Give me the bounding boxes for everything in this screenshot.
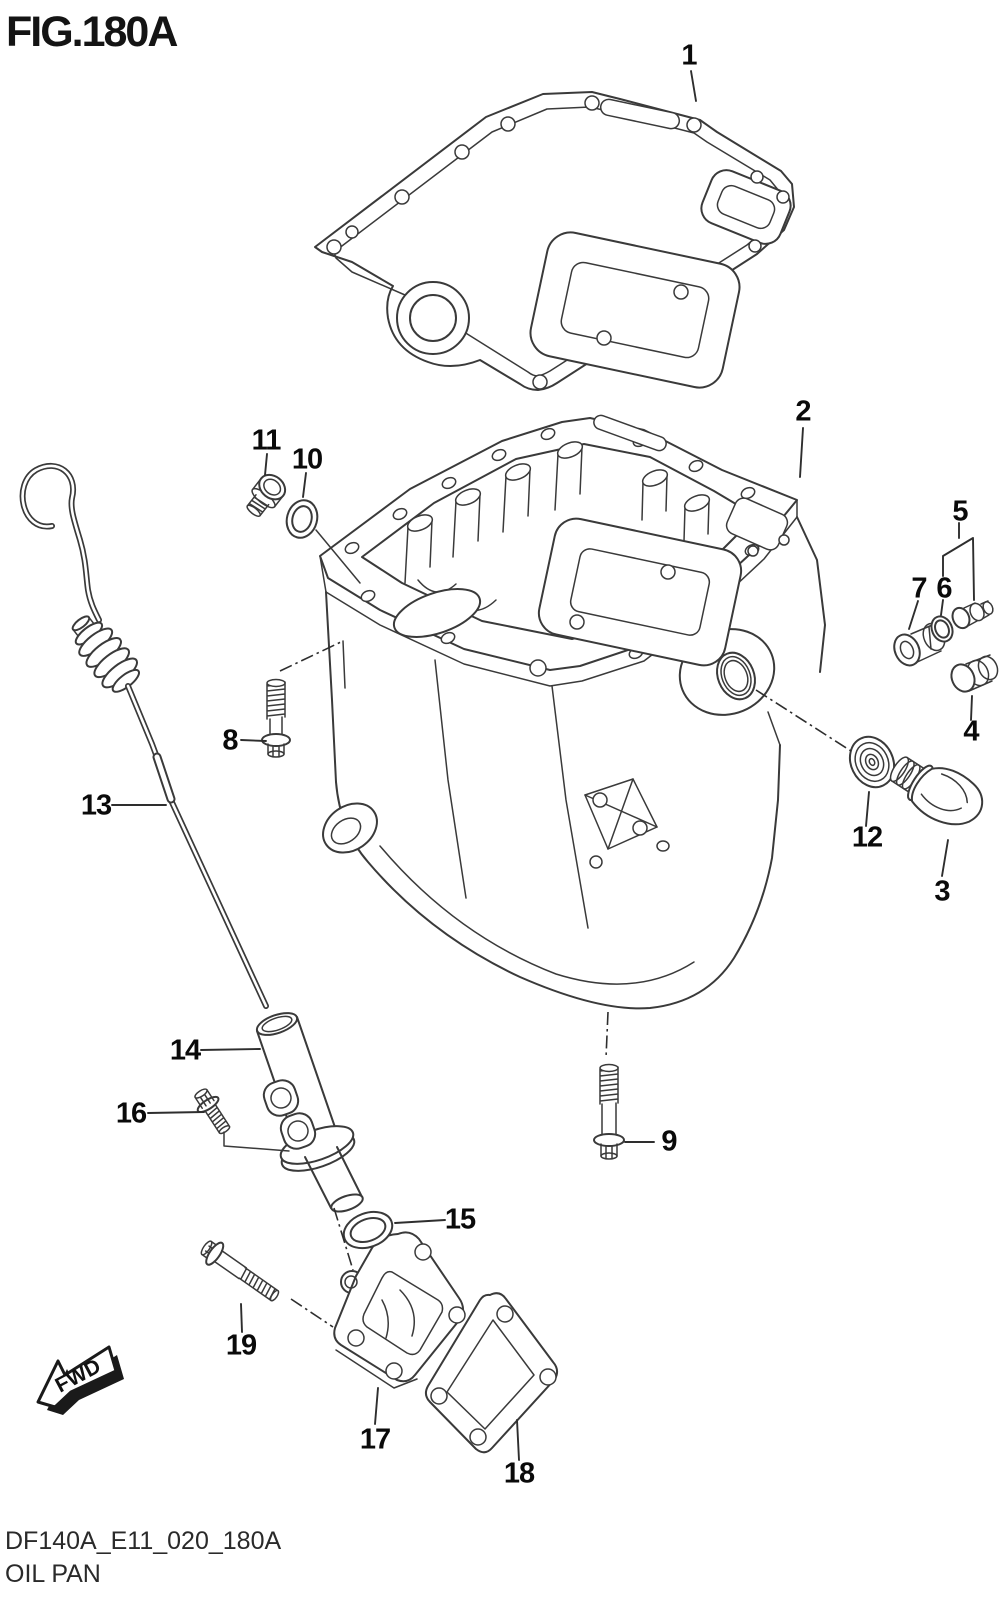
flange-gasket-drawing [424,1292,559,1454]
bolt-8-drawing [261,678,291,758]
drawing-code: DF140A_E11_020_180A [5,1527,282,1555]
part-callout-18: 18 [503,1457,535,1490]
cap-4-drawing [950,654,999,693]
part-callout-4: 4 [963,715,979,748]
oring-15-drawing [342,1210,394,1250]
oil-pan-drawing [319,414,826,1010]
part-callout-12: 12 [851,821,883,854]
part-callout-13: 13 [80,789,112,822]
part-callout-15: 15 [444,1203,476,1236]
bolt-9-drawing [593,1063,625,1160]
part-callout-5: 5 [952,495,968,528]
part-callout-9: 9 [661,1125,677,1158]
fitting-5-drawing [951,600,994,630]
dipstick-drawing [19,462,269,1009]
part-callout-17: 17 [359,1423,391,1456]
leader-lines [111,70,975,1461]
part-callout-16: 16 [115,1097,147,1130]
washer-10-drawing [285,499,319,539]
alignment-lines [279,640,852,1328]
part-callout-1: 1 [681,39,697,72]
part-callout-14: 14 [169,1034,201,1067]
fwd-arrow: FWD [36,1345,124,1415]
part-callout-10: 10 [291,443,323,476]
part-callout-3: 3 [934,875,950,908]
part-callout-6: 6 [936,572,952,605]
drain-plug-drawing [889,756,984,826]
plug-7-drawing [893,622,946,667]
plug-11-drawing [246,473,287,517]
bolt-19-drawing [200,1240,280,1302]
part-callout-7: 7 [911,572,927,605]
bolt-16-drawing [194,1088,231,1135]
figure-caption: OIL PAN [5,1560,101,1588]
washer-12-drawing [848,735,896,789]
flange-drawing [333,1231,466,1389]
part-callout-11: 11 [251,424,282,457]
figure-title: FIG.180A [6,8,178,56]
part-callout-2: 2 [795,395,811,428]
oring-6-drawing [930,615,954,643]
gasket-drawing [314,91,795,391]
guide-tube-drawing [255,1012,364,1213]
part-callout-8: 8 [222,724,238,757]
part-callout-19: 19 [225,1329,257,1362]
